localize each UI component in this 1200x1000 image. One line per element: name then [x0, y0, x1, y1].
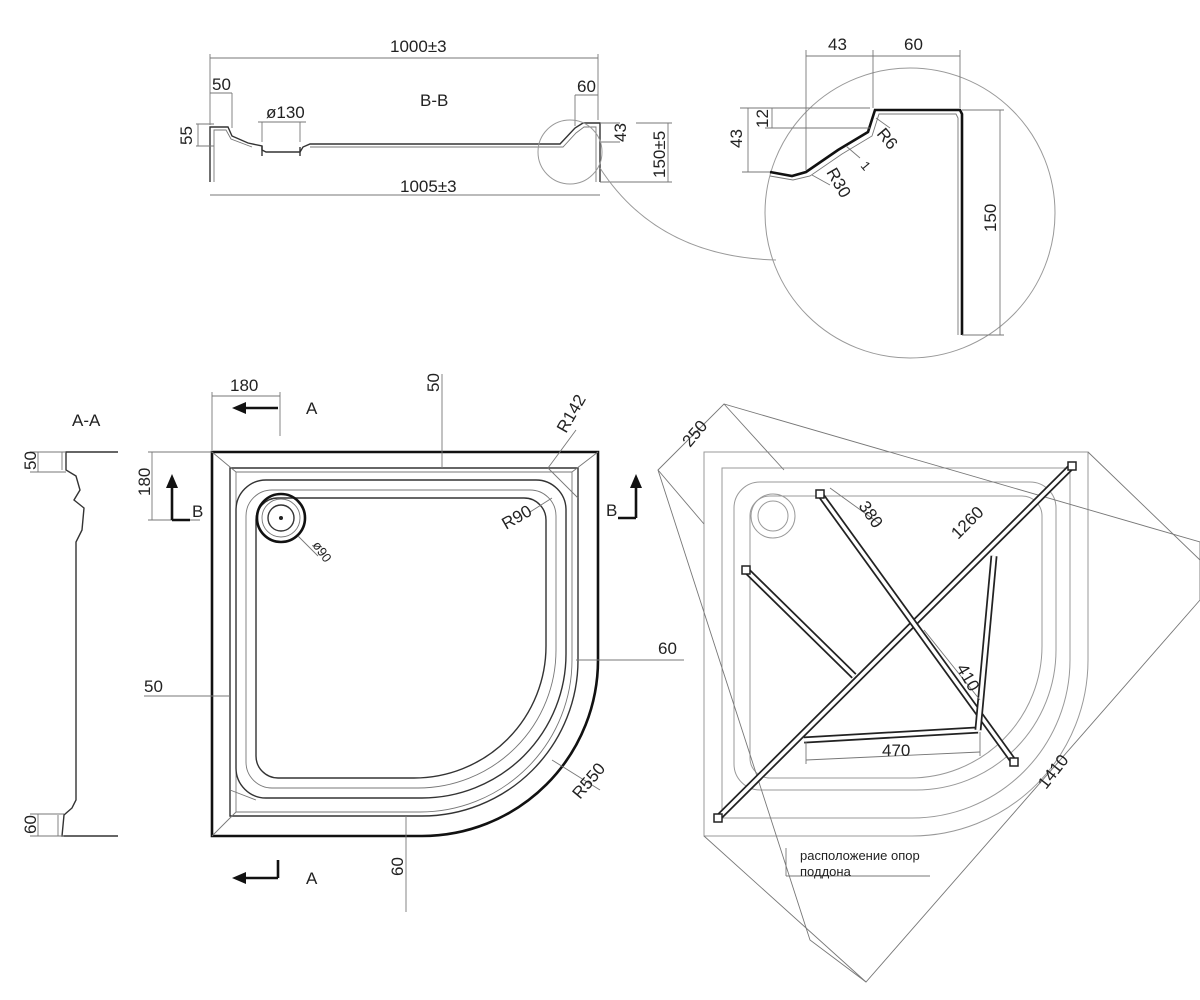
dim-drain: ø130 — [266, 103, 305, 122]
aa-dim-top: 50 — [21, 451, 40, 470]
section-bb-title: B-B — [420, 91, 448, 110]
detail-dim-43: 43 — [727, 129, 746, 148]
section-aa-title: A-A — [72, 411, 101, 430]
plan-cut-a-bottom: A — [306, 869, 318, 888]
detail-thickness: 1 — [858, 158, 874, 173]
detail-radius-large: R30 — [823, 165, 855, 202]
supports-view: 250 1410 380 1260 410 470 — [657, 403, 1200, 983]
dim-total-height: 150±5 — [650, 131, 669, 178]
plan-dim-60-right: 60 — [658, 639, 677, 658]
detail-dim-150: 150 — [981, 204, 1000, 232]
plan-drain-dia: ø90 — [310, 538, 335, 565]
dim-right-rim: 60 — [577, 77, 596, 96]
plan-dim-50-top: 50 — [424, 373, 443, 392]
detail-view: 43 60 12 43 150 R6 1 R30 — [727, 35, 1056, 359]
dim-width-bottom: 1005±3 — [400, 177, 457, 196]
supports-dim-380: 380 — [855, 497, 887, 531]
plan-radius-corner: R142 — [553, 391, 590, 436]
supports-dim-1410: 1410 — [1034, 751, 1072, 793]
detail-dim-left: 43 — [828, 35, 847, 54]
detail-dim-12: 12 — [753, 109, 772, 128]
supports-note-line2: поддона — [800, 864, 852, 879]
plan-dim-180-top: 180 — [230, 376, 258, 395]
plan-radius-outer: R550 — [569, 759, 610, 802]
detail-radius-small: R6 — [873, 124, 902, 153]
plan-cut-a-top: A — [306, 399, 318, 418]
dim-left-rim: 50 — [212, 75, 231, 94]
support-frame — [713, 461, 1077, 823]
dim-width-top: 1000±3 — [390, 37, 447, 56]
plan-radius-inner: R90 — [499, 501, 536, 533]
supports-note-line1: расположение опор — [800, 848, 920, 863]
plan-cut-b-right: B — [606, 501, 617, 520]
plan-view: ø90 180 A 50 R142 180 B B R90 — [135, 373, 684, 912]
detail-dim-right: 60 — [904, 35, 923, 54]
plan-cut-b-left: B — [192, 502, 203, 521]
dim-right-height: 43 — [611, 123, 630, 142]
supports-dim-470: 470 — [882, 741, 910, 760]
aa-dim-bottom: 60 — [21, 815, 40, 834]
section-aa: A-A 50 60 — [21, 411, 118, 837]
plan-dim-60-bottom: 60 — [388, 857, 407, 876]
plan-dim-180-left: 180 — [135, 468, 154, 496]
plan-dim-50-left: 50 — [144, 677, 163, 696]
supports-dim-1260: 1260 — [947, 503, 987, 543]
section-bb: 1000±3 1005±3 50 60 ø130 B-B 55 43 150±5 — [177, 37, 777, 261]
dim-left-height: 55 — [177, 126, 196, 145]
